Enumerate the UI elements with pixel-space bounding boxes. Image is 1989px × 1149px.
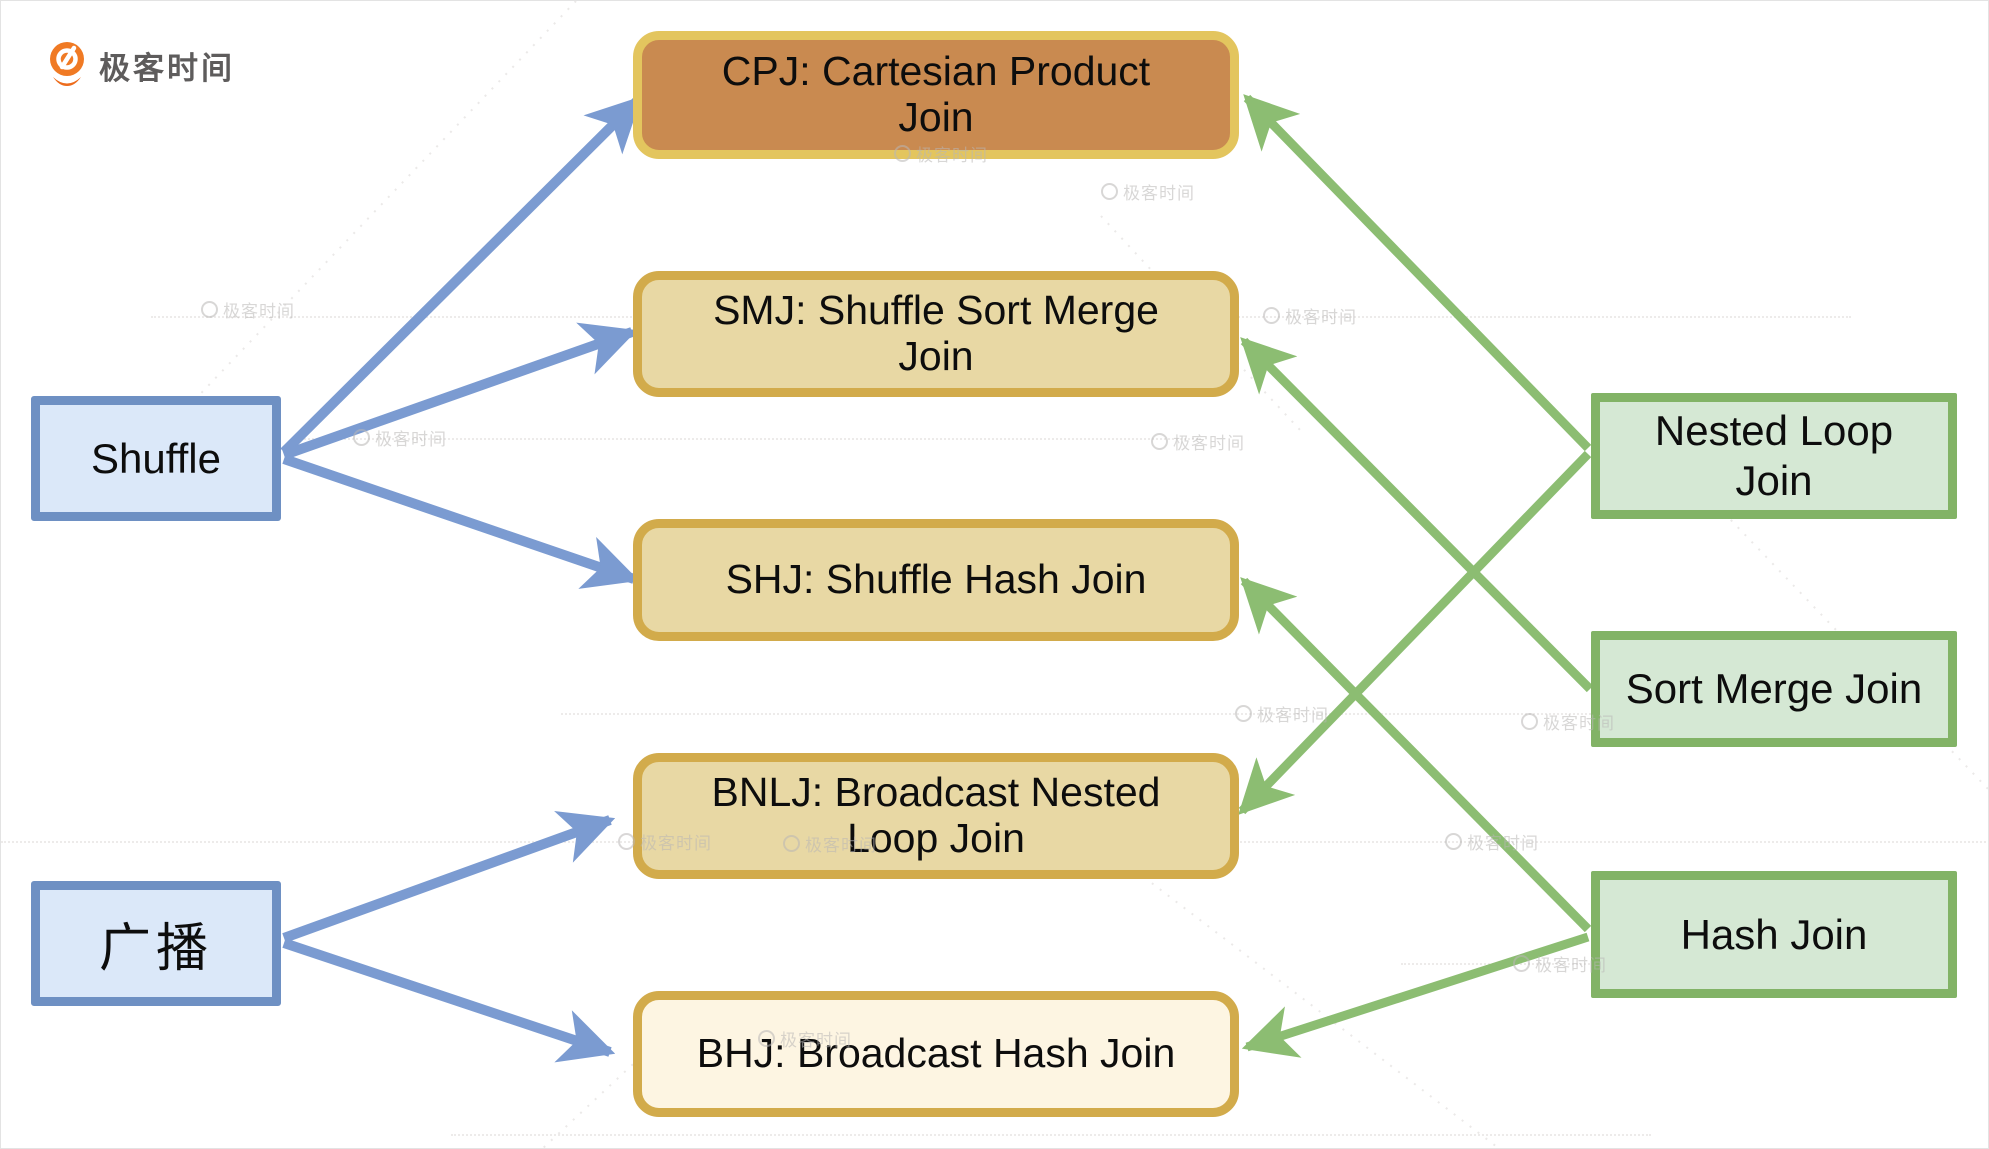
node-hash-join: Hash Join — [1591, 871, 1957, 998]
node-smj: SMJ: Shuffle Sort Merge Join — [633, 271, 1239, 397]
edge-hashjoin-to-bhj — [1241, 932, 1590, 1058]
edge-shuffle-to-smj — [282, 322, 638, 460]
node-cpj-label: CPJ: Cartesian Product Join — [721, 48, 1151, 140]
geektime-logo: 极客时间 — [45, 39, 235, 91]
node-cpj: CPJ: Cartesian Product Join — [633, 31, 1239, 159]
node-broadcast-label: 广播 — [98, 920, 213, 978]
node-nested-loop-join-label: Nested Loop Join — [1654, 407, 1894, 504]
geektime-logo-text: 极客时间 — [99, 50, 235, 86]
node-bnlj: BNLJ: Broadcast Nested Loop Join — [633, 753, 1239, 879]
node-nested-loop-join: Nested Loop Join — [1591, 393, 1957, 519]
node-hash-join-label: Hash Join — [1680, 910, 1868, 958]
edge-shuffle-to-shj — [282, 454, 640, 589]
node-sort-merge-join: Sort Merge Join — [1591, 631, 1957, 747]
edge-hashjoin-to-shj — [1240, 577, 1592, 933]
edge-nlj-to-bnlj — [1238, 450, 1592, 815]
node-shj: SHJ: Shuffle Hash Join — [633, 519, 1239, 641]
node-shj-label: SHJ: Shuffle Hash Join — [725, 556, 1147, 603]
node-bhj: BHJ: Broadcast Hash Join — [633, 991, 1239, 1117]
node-shuffle-label: Shuffle — [91, 434, 221, 482]
edge-smjoin-to-smj — [1240, 337, 1594, 693]
node-shuffle: Shuffle — [31, 396, 281, 521]
node-smj-label: SMJ: Shuffle Sort Merge Join — [713, 287, 1159, 379]
edge-nlj-to-cpj — [1243, 94, 1592, 452]
node-broadcast: 广播 — [31, 881, 281, 1006]
node-bnlj-label: BNLJ: Broadcast Nested Loop Join — [711, 769, 1161, 861]
edge-shuffle-to-cpj — [280, 96, 642, 456]
node-sort-merge-join-label: Sort Merge Join — [1625, 665, 1923, 713]
edge-broadcast-to-bnlj — [282, 810, 616, 943]
edge-broadcast-to-bhj — [282, 938, 616, 1063]
geektime-pin-icon — [50, 42, 84, 86]
node-bhj-label: BHJ: Broadcast Hash Join — [696, 1030, 1176, 1077]
